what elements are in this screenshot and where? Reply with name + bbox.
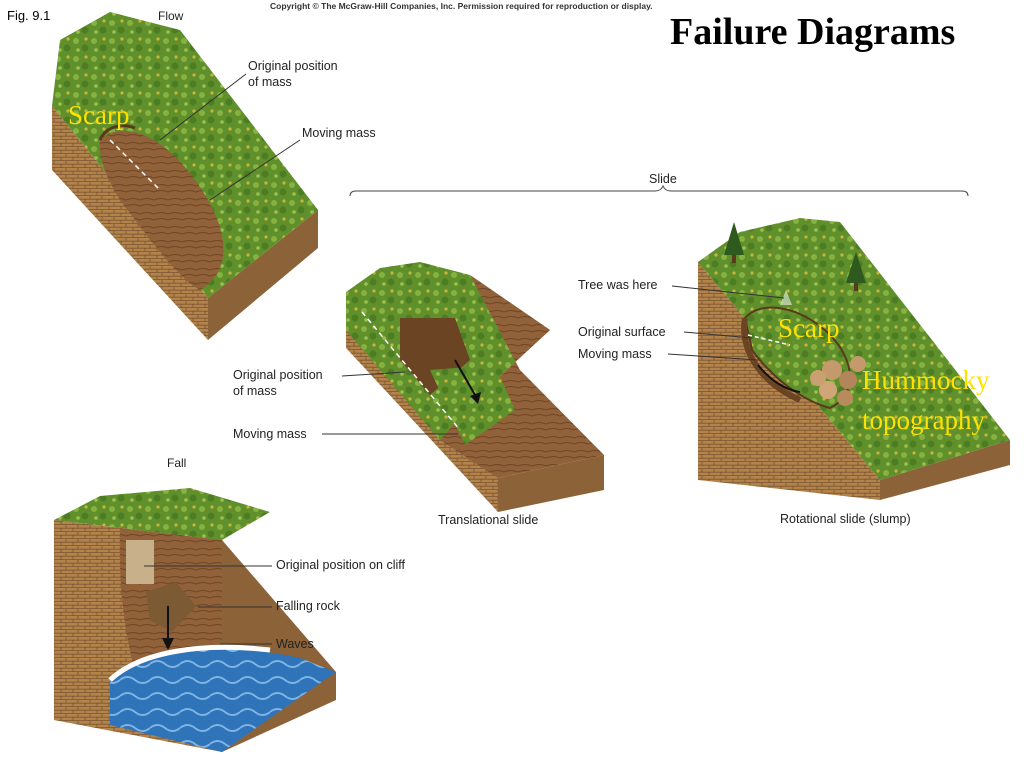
leader-lines bbox=[144, 73, 785, 645]
flow-block-side-face bbox=[208, 210, 318, 340]
flow-scarp-edge bbox=[98, 124, 136, 141]
rotational-grass-top bbox=[698, 218, 1010, 480]
fall-grass-top bbox=[54, 488, 270, 540]
translational-scar bbox=[400, 318, 470, 395]
fall-falling-rock bbox=[146, 582, 196, 632]
flow-heading: Flow bbox=[158, 9, 184, 23]
rotational-moving-mass-label: Moving mass bbox=[578, 347, 652, 361]
tree-was-here-label: Tree was here bbox=[578, 278, 658, 292]
falling-rock-label: Falling rock bbox=[276, 599, 340, 613]
rotational-side-face bbox=[880, 440, 1010, 500]
fall-water bbox=[110, 649, 336, 752]
translational-motion-arrow bbox=[454, 359, 476, 396]
fall-block bbox=[54, 488, 336, 752]
slide-bracket bbox=[349, 184, 969, 197]
rotational-block bbox=[698, 218, 1010, 500]
slide-title: Failure Diagrams bbox=[670, 11, 956, 53]
translational-block bbox=[346, 262, 604, 512]
rotational-motion-arrow bbox=[757, 364, 801, 393]
flow-original-position-label-line2: of mass bbox=[248, 75, 292, 89]
topography-annotation: topography bbox=[862, 405, 985, 435]
flow-scarp-annotation: Scarp bbox=[68, 100, 130, 130]
tree-icon bbox=[846, 252, 866, 291]
hummocky-annotation: Hummocky bbox=[862, 365, 990, 395]
rotational-hummocks bbox=[810, 356, 866, 406]
flow-moving-mass bbox=[99, 130, 224, 290]
flow-grass-surface bbox=[52, 12, 318, 298]
ghost-tree-icon bbox=[780, 290, 792, 305]
flow-scarp-line bbox=[109, 139, 161, 191]
rotational-scarp-face bbox=[741, 317, 802, 403]
fall-original-position-patch bbox=[126, 540, 154, 584]
translational-original-position-label-line2: of mass bbox=[233, 384, 277, 398]
flow-block bbox=[52, 12, 318, 340]
slide-heading: Slide bbox=[649, 172, 677, 186]
rotational-scarp-annotation: Scarp bbox=[778, 313, 840, 343]
rotational-caption: Rotational slide (slump) bbox=[780, 512, 911, 526]
translational-original-position-label: Original position bbox=[233, 368, 323, 382]
translational-moving-mass-label: Moving mass bbox=[233, 427, 307, 441]
flow-moving-mass-label: Moving mass bbox=[302, 126, 376, 140]
original-surface-label: Original surface bbox=[578, 325, 666, 339]
copyright-notice: Copyright © The McGraw-Hill Companies, I… bbox=[270, 1, 653, 11]
translational-moving-mass bbox=[430, 365, 515, 445]
fall-original-position-label: Original position on cliff bbox=[276, 558, 406, 572]
waves-label: Waves bbox=[276, 637, 314, 651]
fig-label: Fig. 9.1 bbox=[7, 8, 51, 23]
translational-caption: Translational slide bbox=[438, 513, 539, 527]
fall-heading: Fall bbox=[167, 456, 187, 470]
fall-wave-foam bbox=[108, 644, 271, 682]
rotational-original-surface-line bbox=[747, 334, 791, 346]
translational-side-face bbox=[498, 455, 604, 512]
tree-icon bbox=[724, 222, 744, 263]
translational-dashed-line bbox=[361, 311, 461, 431]
flow-original-position-label: Original position bbox=[248, 59, 338, 73]
flow-block-front-face bbox=[52, 106, 208, 340]
